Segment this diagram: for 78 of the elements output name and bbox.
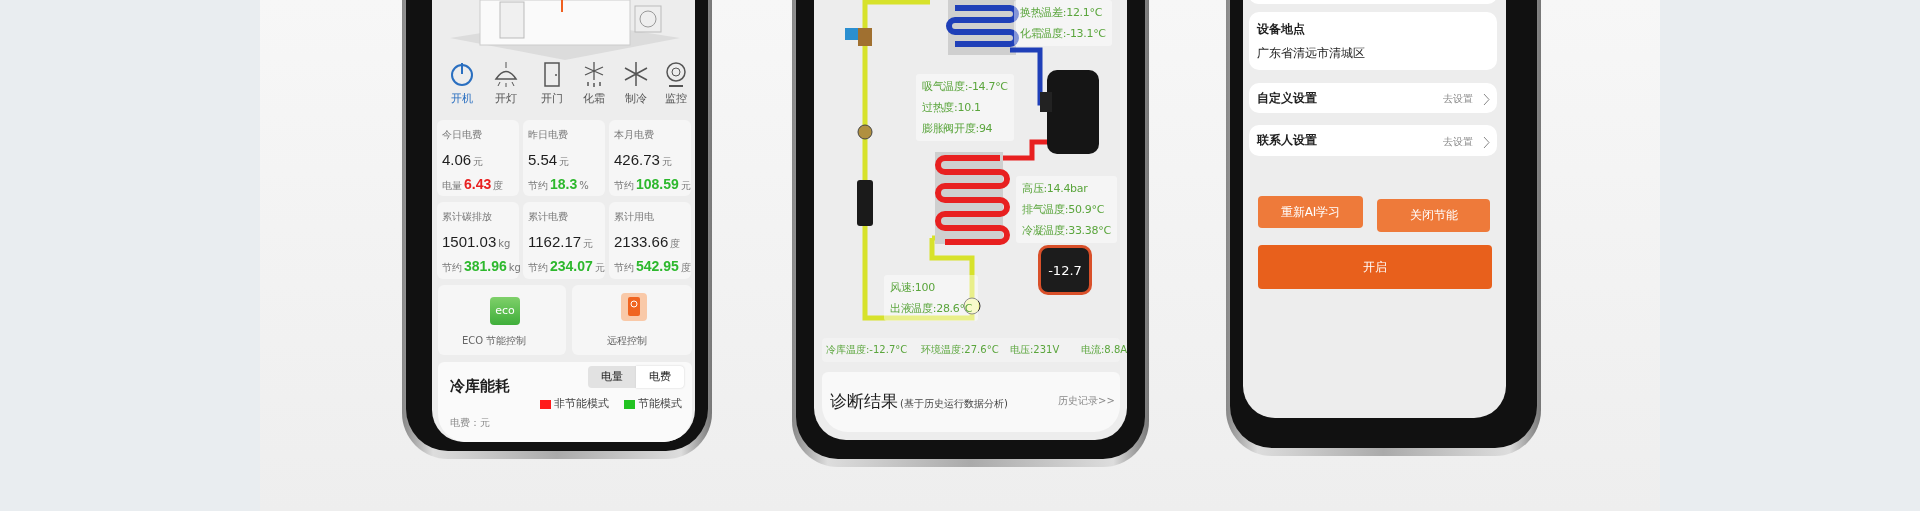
sensor-reading: 风速:100 xyxy=(890,280,935,296)
stat-title: 今日电费 xyxy=(442,128,482,142)
sensor-reading: 吸气温度:-14.7°C xyxy=(922,79,1008,95)
stat-caption: 节约 xyxy=(614,179,634,193)
sensor-reading: 出液温度:28.6°C xyxy=(890,301,973,317)
icon-caption: 制冷 xyxy=(625,91,647,106)
stat-caption: 节约 xyxy=(614,261,634,275)
stat-caption: 节约 xyxy=(528,261,548,275)
unit-label: kg xyxy=(508,262,521,273)
unit-label: 元 xyxy=(473,155,484,169)
field-value: 广东省清远市清城区 xyxy=(1257,45,1365,62)
unit-label: 度 xyxy=(670,237,681,251)
icon-caption: 化霜 xyxy=(583,91,605,106)
sensor-reading: 高压:14.4bar xyxy=(1022,181,1088,197)
stat-value: 426.73 xyxy=(614,151,660,168)
legend-label: 节能模式 xyxy=(638,396,682,411)
sensor-reading: 膨胀阀开度:94 xyxy=(922,121,993,137)
unit-label: 元 xyxy=(661,155,672,169)
display-reading: -12.7 xyxy=(1048,262,1082,278)
stat-title: 累计电费 xyxy=(528,210,568,224)
icon-caption: 开灯 xyxy=(495,91,517,106)
action-button: 重新AI学习 xyxy=(1258,196,1363,228)
unit-label: 元 xyxy=(680,179,691,193)
unit-label: kg xyxy=(498,238,511,249)
sensor-reading: 排气温度:50.9°C xyxy=(1022,202,1105,218)
stat-value: 5.54 xyxy=(528,151,558,168)
unit-label: % xyxy=(579,180,589,191)
status-reading: 电流:8.8A xyxy=(1081,343,1128,357)
stat-caption: 电量 xyxy=(442,179,462,193)
icon-caption: 监控 xyxy=(665,91,687,106)
status-reading: 环境温度:27.6°C xyxy=(921,343,999,357)
feature-caption: ECO 节能控制 xyxy=(462,334,527,348)
settings-link: 去设置 xyxy=(1443,92,1473,106)
section-heading: 诊断结果 xyxy=(830,390,898,413)
unit-label: 元 xyxy=(583,237,594,251)
icon-caption: 开门 xyxy=(541,91,563,106)
section-heading: 冷库能耗 xyxy=(450,377,510,396)
field-label: 自定义设置 xyxy=(1257,90,1317,107)
stat-value: 2133.66 xyxy=(614,233,669,250)
sensor-reading: 换热温差:12.1°C xyxy=(1020,5,1103,21)
stat-title: 本月电费 xyxy=(614,128,654,142)
saving-value: 18.3 xyxy=(550,176,578,192)
stat-title: 累计用电 xyxy=(614,210,654,224)
saving-value: 108.59 xyxy=(636,176,679,192)
feature-caption: 远程控制 xyxy=(607,334,647,348)
stat-value: 4.06 xyxy=(442,151,472,168)
unit-label: 元 xyxy=(559,155,570,169)
eco-icon: eco xyxy=(490,297,520,325)
sensor-reading: 过热度:10.1 xyxy=(922,100,981,116)
section-note: (基于历史运行数据分析) xyxy=(900,397,1008,411)
stat-value: 1501.03 xyxy=(442,233,497,250)
tab: 电费 xyxy=(636,366,684,388)
unit-label: 度 xyxy=(680,261,691,275)
stat-caption: 节约 xyxy=(442,261,462,275)
field-label: 设备地点 xyxy=(1257,21,1305,38)
unit-label: 元 xyxy=(594,261,605,275)
stat-value: 1162.17 xyxy=(528,233,582,250)
unit-label: 度 xyxy=(493,179,504,193)
stat-title: 昨日电费 xyxy=(528,128,568,142)
saving-value: 234.07 xyxy=(550,258,593,274)
saving-value: 6.43 xyxy=(464,176,492,192)
action-button: 关闭节能 xyxy=(1377,199,1490,232)
action-button: 开启 xyxy=(1258,245,1492,289)
icon-caption: 开机 xyxy=(451,91,473,106)
history-link: 历史记录>> xyxy=(1058,394,1115,408)
tab: 电量 xyxy=(588,366,636,388)
status-reading: 冷库温度:-12.7°C xyxy=(826,343,908,357)
axis-title: 电费：元 xyxy=(450,416,490,430)
legend-label: 非节能模式 xyxy=(554,396,609,411)
saving-value: 542.95 xyxy=(636,258,679,274)
saving-value: 381.96 xyxy=(464,258,507,274)
sensor-reading: 化霜温度:-13.1°C xyxy=(1020,26,1106,42)
stat-caption: 节约 xyxy=(528,179,548,193)
settings-link: 去设置 xyxy=(1443,135,1473,149)
sensor-reading: 冷凝温度:33.38°C xyxy=(1022,223,1111,239)
status-reading: 电压:231V xyxy=(1010,343,1060,357)
field-label: 联系人设置 xyxy=(1257,132,1317,149)
stat-title: 累计碳排放 xyxy=(442,210,492,224)
